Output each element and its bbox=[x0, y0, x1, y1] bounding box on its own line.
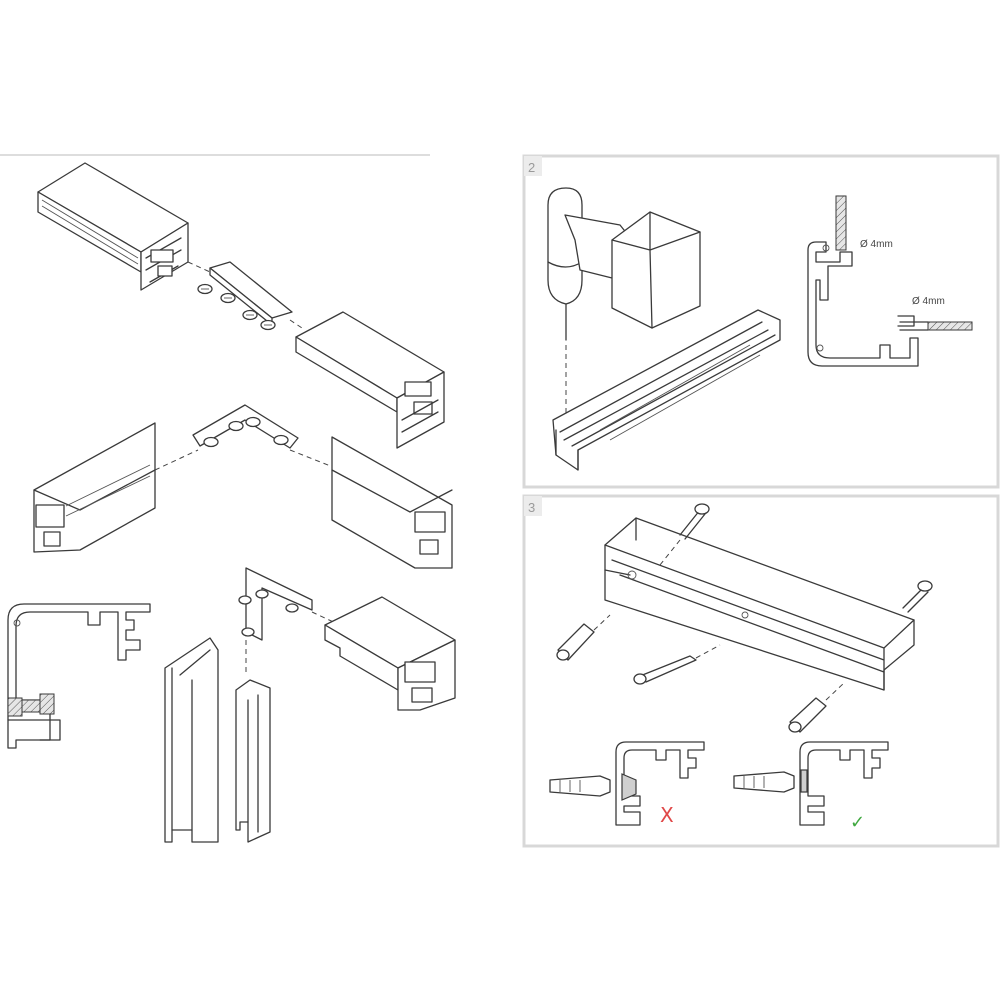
step-number: 3 bbox=[528, 500, 535, 515]
wrong-installation-detail: X bbox=[549, 741, 705, 827]
straight-joint-profile-left bbox=[37, 162, 189, 291]
straight-connector bbox=[187, 261, 306, 331]
screw-icon bbox=[659, 503, 933, 613]
vertical-corner-assembly bbox=[164, 567, 456, 843]
step-3-panel: 3 bbox=[522, 494, 1000, 848]
drill-diameter-label-vertical: Ø 4mm bbox=[860, 239, 893, 250]
drill-diameter-label-horizontal: Ø 4mm bbox=[912, 296, 945, 307]
track-cross-section: Ø 4mm Ø 4mm bbox=[807, 195, 973, 367]
correct-installation-detail: ✓ bbox=[733, 741, 889, 833]
screw-icon bbox=[203, 416, 289, 448]
wall-plug-icon bbox=[556, 614, 846, 733]
screw-icon bbox=[238, 589, 299, 637]
step-2-panel: 2 Ø 4mm Ø 4mm bbox=[522, 154, 1000, 489]
step-number-box bbox=[524, 156, 542, 176]
step-2-frame bbox=[522, 154, 1000, 489]
check-mark-icon: ✓ bbox=[850, 812, 865, 833]
step-3-frame bbox=[522, 494, 1000, 848]
aluminium-track bbox=[552, 309, 781, 471]
drill-icon bbox=[547, 187, 701, 420]
straight-joint-profile-right bbox=[295, 311, 445, 449]
step-number-box bbox=[524, 496, 542, 516]
step-number: 2 bbox=[528, 160, 535, 175]
screw-icon bbox=[197, 283, 276, 331]
allen-key-icon bbox=[633, 644, 721, 685]
left-panel bbox=[0, 154, 456, 843]
cross-mark-icon: X bbox=[660, 803, 674, 827]
profile-cross-section bbox=[7, 603, 151, 749]
wall-track bbox=[604, 517, 915, 691]
corner-joint bbox=[33, 404, 453, 569]
